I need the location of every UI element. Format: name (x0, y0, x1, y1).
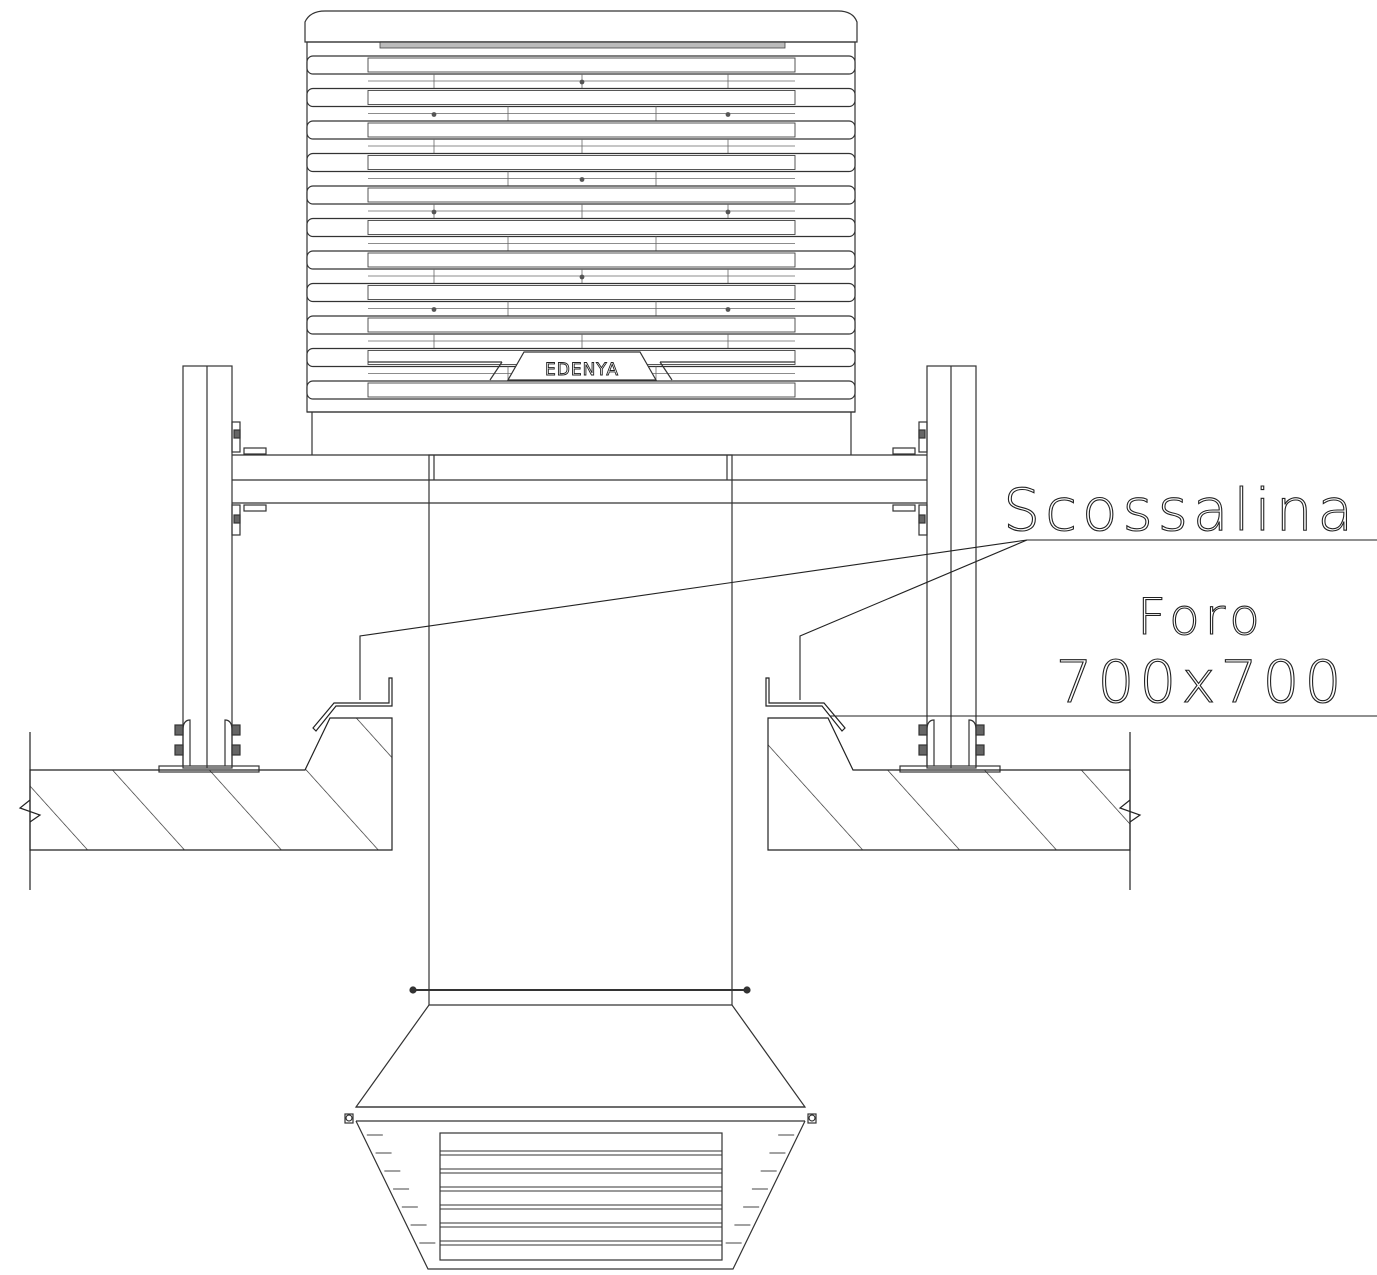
louvre-grille (306, 55, 856, 400)
label-foro-size: 700x700 (1056, 648, 1347, 716)
roof-slab-left (18, 717, 393, 890)
diffuser-side-ribs (366, 1134, 795, 1244)
support-frame (158, 365, 1001, 773)
leader-lines (359, 539, 1377, 717)
brand-logo: EDENYA (545, 360, 619, 380)
flashing-left (312, 677, 393, 732)
diffuser-grille (440, 1150, 722, 1246)
ceiling-diffuser (344, 1004, 817, 1270)
evaporative-cooler-unit: EDENYA (304, 10, 858, 455)
label-scossalina: Scossalina (1003, 476, 1358, 544)
roof-slab-right (767, 717, 1142, 890)
label-foro: Foro (1137, 588, 1265, 646)
bracket-bolts (231, 421, 928, 536)
air-duct (409, 454, 751, 1005)
flashing-right (765, 677, 846, 732)
brand-badge: EDENYA (368, 351, 795, 381)
